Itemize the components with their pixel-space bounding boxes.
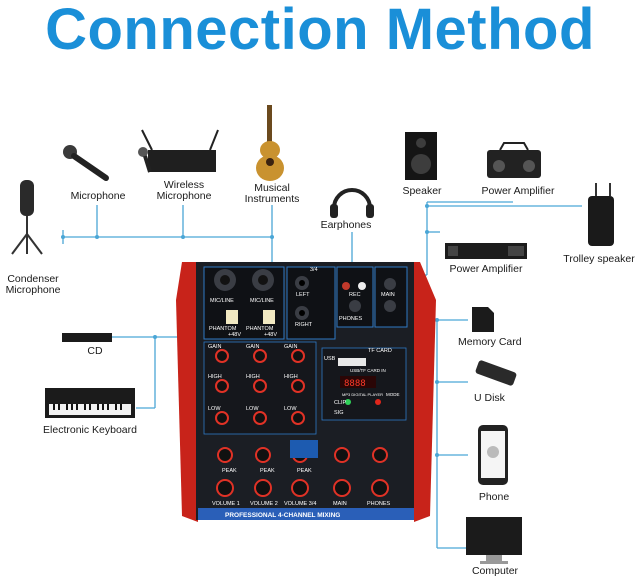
mixer-low-1: LOW <box>208 406 221 412</box>
cd-player-icon <box>62 333 112 342</box>
microphone-icon <box>63 145 109 181</box>
mixer-left: LEFT <box>296 292 310 298</box>
label-condenser-microphone: Condenser Microphone <box>5 273 61 296</box>
mixer-low-3: LOW <box>284 406 297 412</box>
mixer-mp3-player: MP3 DIGITAL PLAYER <box>342 392 383 397</box>
label-microphone: Microphone <box>70 190 126 202</box>
mixer-tf-card: TF CARD <box>368 348 392 354</box>
mixer-48v-1: +48V <box>228 332 241 338</box>
label-phone: Phone <box>478 491 510 503</box>
phone-icon <box>478 425 508 485</box>
boombox-icon <box>487 142 541 178</box>
usb-disk-icon <box>475 360 517 386</box>
mixer-usb-tf-in: USB/TF CARD IN <box>350 368 386 373</box>
mixer-low-2: LOW <box>246 406 259 412</box>
speaker-icon <box>405 132 437 180</box>
mixer-main-out: MAIN <box>381 292 395 298</box>
power-amplifier-icon <box>445 243 527 259</box>
page-title: Connection Method <box>45 0 595 62</box>
mixer-clip: CLIP <box>334 400 347 406</box>
mixer-mode: MODE <box>386 392 400 397</box>
mixer-mic-line-2: MIC/LINE <box>250 298 274 304</box>
mixer-peak-2: PEAK <box>260 468 275 474</box>
mixer-right: RIGHT <box>295 322 313 328</box>
mixer-usb: USB <box>324 356 336 362</box>
mixer-device: 8888 <box>176 262 436 522</box>
mixer-sig: SIG <box>334 410 343 416</box>
mixer-rec: REC <box>349 292 361 298</box>
headphones-icon <box>330 188 374 218</box>
mixer-gain-1: GAIN <box>208 344 221 350</box>
mixer-gain-3: GAIN <box>284 344 297 350</box>
label-power-amplifier-top: Power Amplifier <box>481 185 555 197</box>
mixer-gain-2: GAIN <box>246 344 259 350</box>
label-memory-card: Memory Card <box>458 336 522 348</box>
mixer-high-3: HIGH <box>284 374 298 380</box>
guitar-icon <box>256 105 284 181</box>
trolley-speaker-icon <box>588 183 614 246</box>
label-musical-instruments: Musical Instruments <box>244 182 300 205</box>
mixer-volume-34: VOLUME 3/4 <box>284 501 316 507</box>
svg-text:8888: 8888 <box>344 379 366 389</box>
mixer-phantom-1: PHANTOM <box>209 326 237 332</box>
mixer-volume-2: VOLUME 2 <box>250 501 278 507</box>
label-computer: Computer <box>471 565 519 577</box>
wireless-microphone-icon <box>138 129 219 173</box>
label-cd: CD <box>87 345 103 357</box>
mixer-phones: PHONES <box>367 501 391 507</box>
label-power-amplifier: Power Amplifier <box>449 263 523 275</box>
mixer-volume-1: VOLUME 1 <box>212 501 240 507</box>
mixer-48v-2: +48V <box>264 332 277 338</box>
mixer-banner: PROFESSIONAL 4-CHANNEL MIXING <box>225 512 340 519</box>
label-electronic-keyboard: Electronic Keyboard <box>43 424 137 436</box>
mixer-main: MAIN <box>333 501 347 507</box>
label-earphones: Earphones <box>320 219 372 231</box>
label-speaker: Speaker <box>402 185 442 197</box>
condenser-microphone-icon <box>11 180 43 255</box>
memory-card-icon <box>472 307 494 332</box>
mixer-high-2: HIGH <box>246 374 260 380</box>
mixer-peak-3: PEAK <box>297 468 312 474</box>
mixer-mic-line-1: MIC/LINE <box>210 298 234 304</box>
mixer-ch34: 3/4 <box>310 267 318 273</box>
computer-icon <box>466 517 522 564</box>
label-trolley-speaker: Trolley speaker <box>563 253 635 265</box>
connection-dots <box>61 204 439 457</box>
label-wireless-microphone: Wireless Microphone <box>156 179 212 202</box>
electronic-keyboard-icon <box>45 388 135 418</box>
mixer-phantom-2: PHANTOM <box>246 326 274 332</box>
mixer-labels: MIC/LINE MIC/LINE PHANTOM PHANTOM +48V +… <box>208 267 400 519</box>
label-u-disk: U Disk <box>474 392 505 404</box>
mixer-phones-jack: PHONES <box>339 316 363 322</box>
mixer-peak-1: PEAK <box>222 468 237 474</box>
mixer-high-1: HIGH <box>208 374 222 380</box>
